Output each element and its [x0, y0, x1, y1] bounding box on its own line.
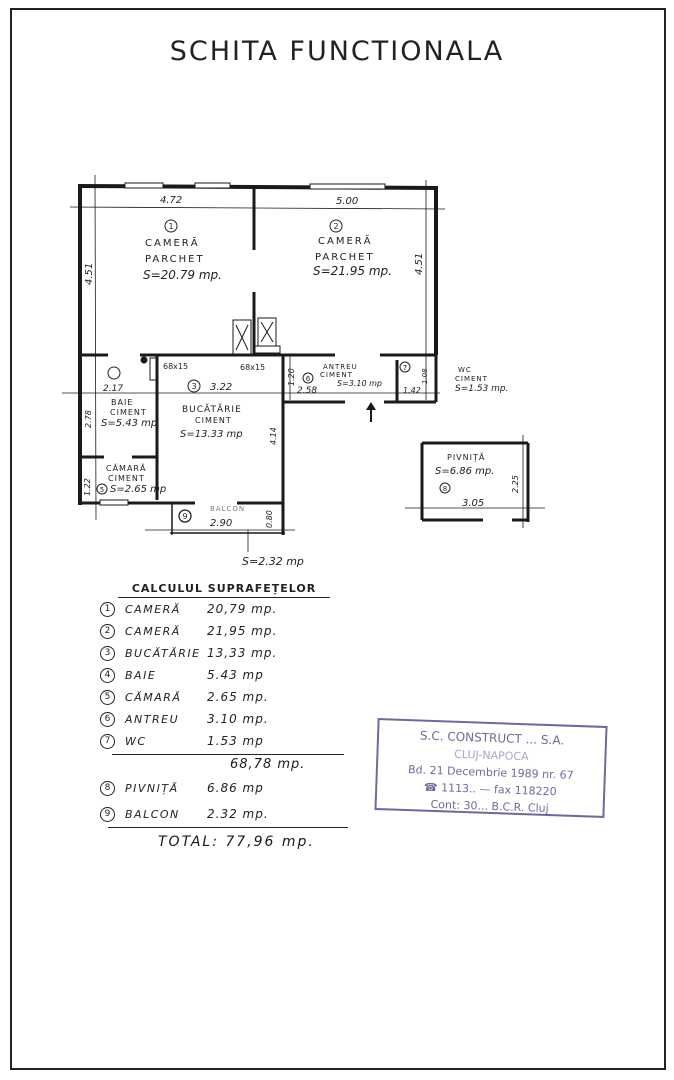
calc-row-value: 1.53 mp: [207, 734, 264, 748]
divider: [108, 827, 348, 828]
room-1-name: CAMERĂ: [145, 236, 200, 249]
room-6-height: 1.20: [287, 368, 296, 386]
calc-row-value: 6.86 mp: [207, 781, 264, 795]
calc-row: 4 BAIE 5.43 mp: [100, 664, 350, 686]
room-7-area: S=1.53 mp.: [455, 384, 509, 394]
calc-row-number: 3: [100, 645, 115, 661]
room-8-area: S=6.86 mp.: [435, 466, 494, 477]
room-2-number: 2: [333, 222, 338, 231]
room-9-width: 2.90: [210, 518, 232, 529]
calc-row-number: 4: [100, 667, 115, 683]
calc-row-value: 5.43 mp: [207, 668, 264, 682]
calc-row-value: 13,33 mp.: [207, 646, 278, 660]
calc-row: 5 CĂMARĂ 2.65 mp.: [100, 686, 350, 708]
room-3-name: BUCĂTĂRIE: [182, 403, 242, 415]
room-7-width: 1.42: [403, 386, 421, 395]
calc-row-name: CAMERĂ: [125, 602, 181, 616]
calc-row-value: 21,95 mp.: [207, 624, 278, 638]
room-1-number: 1: [168, 222, 173, 231]
calc-row: 2 CAMERĂ 21,95 mp.: [100, 620, 350, 642]
room-8-height: 2.25: [511, 475, 520, 493]
room-3-area: S=13.33 mp: [180, 429, 243, 440]
duct-1-label: 68x15: [163, 362, 188, 371]
calc-row-number: 2: [100, 623, 115, 639]
area-calculation: CALCULUL SUPRAFEȚELOR 1 CAMERĂ 20,79 mp.…: [100, 582, 350, 854]
room-7-name: WC: [458, 366, 472, 374]
calc-row-value: 2.65 mp.: [207, 690, 269, 704]
duct-2-label: 68x15: [240, 363, 265, 372]
calc-row: 6 ANTREU 3.10 mp.: [100, 708, 350, 730]
room-7-height: 1.08: [421, 368, 429, 384]
calc-row-name: WC: [125, 734, 147, 748]
calc-row-number: 8: [100, 780, 115, 796]
calc-row-value: 2.32 mp.: [207, 807, 269, 821]
calc-row-name: CĂMARĂ: [125, 690, 182, 704]
room-6-area: S=3.10 mp: [337, 379, 382, 388]
room-3-height: 4.14: [269, 427, 278, 445]
room-9-depth: 0.80: [265, 510, 274, 528]
room-9-name: BALCON: [210, 505, 245, 513]
calc-row-number: 9: [100, 806, 115, 822]
room-1-area: S=20.79 mp.: [143, 268, 222, 282]
calc-row-value: 20,79 mp.: [207, 602, 278, 616]
room-2-area: S=21.95 mp.: [313, 264, 392, 278]
room-7-floor: CIMENT: [455, 375, 488, 383]
room-9-number: 9: [182, 512, 187, 521]
room-8-name: PIVNIȚĂ: [447, 451, 485, 463]
room-5-name: CĂMARĂ: [106, 462, 146, 473]
room-6-width: 2.58: [297, 386, 317, 396]
calc-row-number: 1: [100, 601, 115, 617]
room-8-width: 3.05: [462, 498, 484, 509]
calc-row-name: BALCON: [125, 807, 180, 821]
calc-row-number: 5: [100, 689, 115, 705]
room-4-floor: CIMENT: [110, 408, 147, 417]
room-1-width: 4.72: [160, 195, 182, 206]
calc-title: CALCULUL SUPRAFEȚELOR: [118, 582, 330, 598]
room-5-height: 1.22: [83, 478, 92, 496]
company-stamp: S.C. CONSTRUCT ... S.A. CLUJ-NAPOCA Bd. …: [374, 718, 608, 818]
room-8-number: 8: [443, 485, 447, 493]
room-4-width: 2.17: [103, 384, 123, 394]
calc-row-number: 7: [100, 733, 115, 749]
room-6-floor: CIMENT: [320, 371, 353, 379]
room-1-height: 4.51: [84, 263, 95, 285]
divider: [112, 754, 344, 755]
room-4-area: S=5.43 mp: [101, 418, 157, 429]
calc-row-name: CAMERĂ: [125, 624, 181, 638]
room-7-number: 7: [403, 364, 407, 372]
calc-row: 9 BALCON 2.32 mp.: [100, 803, 350, 825]
room-6-number: 6: [306, 375, 311, 383]
calc-row: 7 WC 1.53 mp: [100, 730, 350, 752]
room-6-name: ANTREU: [323, 363, 358, 371]
room-3-width: 3.22: [210, 382, 232, 393]
calc-row-name: BAIE: [125, 668, 157, 682]
room-2-name: CAMERĂ: [318, 234, 373, 247]
room-4-height: 2.78: [84, 410, 93, 428]
floor-plan: 1 CAMERĂ PARCHET S=20.79 mp. 4.72 4.51 2…: [62, 174, 545, 568]
calc-row-value: 3.10 mp.: [207, 712, 269, 726]
room-2-height: 4.51: [414, 253, 425, 275]
calc-row: 1 CAMERĂ 20,79 mp.: [100, 598, 350, 620]
calc-row-name: BUCĂTĂRIE: [125, 646, 201, 660]
room-3-number: 3: [191, 382, 196, 391]
calc-total: TOTAL: 77,96 mp.: [158, 834, 315, 850]
room-3-floor: CIMENT: [195, 416, 232, 425]
room-2-floor: PARCHET: [315, 252, 375, 263]
room-4-name: BAIE: [111, 398, 133, 407]
calc-row: 3 BUCĂTĂRIE 13,33 mp.: [100, 642, 350, 664]
calc-subtotal: 68,78 mp.: [230, 757, 306, 772]
room-5-area: S=2.65 mp: [110, 484, 166, 495]
room-9-area: S=2.32 mp: [242, 555, 304, 568]
room-2-width: 5.00: [336, 196, 358, 207]
page-border: [10, 8, 666, 1070]
room-1-floor: PARCHET: [145, 254, 205, 265]
calc-row-number: 6: [100, 711, 115, 727]
room-5-floor: CIMENT: [108, 474, 145, 483]
document-title: SCHITA FUNCTIONALA: [169, 36, 505, 67]
calc-row: 8 PIVNIȚĂ 6.86 mp: [100, 777, 350, 799]
calc-row-name: ANTREU: [125, 712, 180, 726]
room-5-number: 5: [100, 486, 104, 494]
calc-row-name: PIVNIȚĂ: [125, 781, 179, 795]
